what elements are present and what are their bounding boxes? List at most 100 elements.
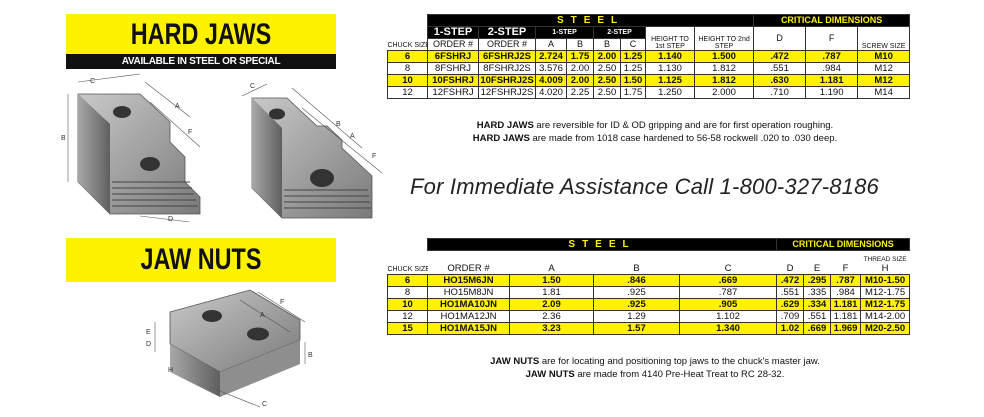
cell-h1: 1.125: [645, 74, 695, 87]
cell-d: .709: [776, 310, 805, 323]
cell-h: M12-1.75: [860, 286, 911, 299]
hard-jaws-step1-header: 1-STEP: [427, 26, 479, 39]
cell-size: 8: [387, 286, 428, 299]
cell-e: .335: [803, 286, 832, 299]
cell-e: .669: [803, 322, 832, 335]
table-row: 12 HO1MA12JN 2.36 1.29 1.102 .709 .551 1…: [387, 310, 911, 323]
cell-f: 1.181: [805, 74, 859, 87]
jaw-nuts-description-1: JAW NUTS are for locating and positionin…: [400, 356, 910, 368]
cell-b: .925: [593, 298, 680, 311]
jaw-nuts-desc1-bold: JAW NUTS: [490, 356, 540, 367]
cell-order: HO15M6JN: [427, 274, 510, 287]
cell-d: .551: [776, 286, 805, 299]
cell-d: .472: [776, 274, 805, 287]
hard-jaws-step2-header: 2-STEP: [478, 26, 536, 39]
cell-size: 12: [387, 86, 428, 99]
cell-size: 6: [387, 274, 428, 287]
hard-jaws-screw-header: SCREW SIZE: [857, 26, 911, 51]
cell-h1: 1.130: [645, 62, 695, 75]
table-row: 10 10FSHRJ 10FSHRJ2S 4.009 2.00 2.50 1.5…: [387, 74, 911, 87]
hard-jaws-substep2: 2-STEP: [593, 26, 646, 39]
cell-d: 1.02: [776, 322, 805, 335]
cell-screw: M14: [857, 86, 911, 99]
hard-jaw-photo-right: C B A F: [241, 83, 383, 219]
cell-f: .787: [805, 50, 859, 63]
cell-c: 1.75: [620, 86, 646, 99]
cell-d: .630: [753, 74, 807, 87]
cell-b: 2.00: [566, 62, 594, 75]
cell-f: 1.969: [830, 322, 862, 335]
cell-d: .629: [776, 298, 805, 311]
hard-jaws-substep1: 1-STEP: [535, 26, 594, 39]
cell-size: 10: [387, 74, 428, 87]
table-row: 8 8FSHRJ 8FSHRJ2S 3.576 2.00 2.50 1.25 1…: [387, 62, 911, 75]
cell-h: M12-1.75: [860, 298, 911, 311]
jaw-nuts-description-2: JAW NUTS are made from 4140 Pre-Heat Tre…: [400, 369, 910, 381]
hard-jaws-order1-header: ORDER #: [427, 38, 479, 51]
cell-c: 1.25: [620, 50, 646, 63]
table-row: 6 HO15M6JN 1.50 .846 .669 .472 .295 .787…: [387, 274, 911, 287]
hard-jaws-desc1-text: are reversible for ID & OD gripping and …: [533, 120, 834, 131]
jaw-nuts-banner: JAW NUTS: [66, 238, 336, 282]
diagram-label-a: A: [175, 103, 180, 110]
hard-jaws-height1-header: HEIGHT TO 1st STEP: [645, 26, 695, 51]
cell-order: HO1MA12JN: [427, 310, 510, 323]
jaw-nuts-desc2-bold: JAW NUTS: [525, 369, 575, 380]
cell-b: 2.00: [566, 74, 594, 87]
jaw-nuts-col-d: D: [786, 263, 794, 274]
cell-f: .787: [830, 274, 862, 287]
diagram-label-b2: B: [336, 121, 341, 128]
hard-jaws-height2-header: HEIGHT TO 2nd STEP: [693, 26, 755, 51]
cell-e: .551: [803, 310, 832, 323]
cell-b: 1.75: [566, 50, 594, 63]
hard-jaws-banner: HARD JAWS AVAILABLE IN STEEL OR SPECIAL: [66, 14, 336, 69]
cell-d: .710: [753, 86, 807, 99]
cell-order2: 8FSHRJ2S: [478, 62, 536, 75]
cell-e: .334: [803, 298, 832, 311]
cell-size: 6: [387, 50, 428, 63]
hard-jaws-col-f: F: [805, 26, 859, 51]
diagram-label-f: F: [188, 129, 192, 136]
cell-size: 12: [387, 310, 428, 323]
cell-order2: 6FSHRJ2S: [478, 50, 536, 63]
cell-h: M10-1.50: [860, 274, 911, 287]
cell-b2: 2.00: [593, 50, 621, 63]
cell-b2: 2.50: [593, 86, 621, 99]
diagram-label-f3: F: [280, 299, 284, 306]
cell-c: 1.50: [620, 74, 646, 87]
cell-c: 1.102: [678, 310, 778, 323]
cell-screw: M10: [857, 50, 911, 63]
diagram-label-a3: A: [260, 312, 265, 319]
cell-b: .846: [593, 274, 680, 287]
hard-jaws-desc2-bold: HARD JAWS: [472, 133, 530, 144]
jaw-nuts-col-f: F: [842, 263, 849, 274]
cell-h1: 1.140: [645, 50, 695, 63]
cell-c: .669: [678, 274, 778, 287]
cell-size: 8: [387, 62, 428, 75]
cell-c: 1.25: [620, 62, 646, 75]
cell-c: 1.340: [678, 322, 778, 335]
diagram-label-b3: B: [308, 352, 313, 359]
jaw-nuts-col-h: H: [881, 262, 889, 274]
diagram-label-d: D: [168, 216, 173, 222]
diagram-label-b: B: [61, 135, 66, 142]
hard-jaws-order2-header: ORDER #: [478, 38, 536, 51]
cell-b2: 2.50: [593, 74, 621, 87]
diagram-label-d3: D: [146, 341, 151, 348]
jaw-nuts-critical-header: CRITICAL DIMENSIONS: [776, 238, 911, 251]
diagram-label-h3: H: [168, 367, 173, 374]
phone-assistance-line: For Immediate Assistance Call 1-800-327-…: [410, 174, 879, 199]
jaw-nuts-steel-header: STEEL: [426, 238, 778, 251]
jaw-nuts-desc1-text: are for locating and positioning top jaw…: [539, 356, 820, 367]
cell-h2: 1.812: [693, 62, 755, 75]
cell-h: M20-2.50: [860, 322, 911, 335]
cell-h2: 1.812: [693, 74, 755, 87]
table-row: 15 HO1MA15JN 3.23 1.57 1.340 1.02 .669 1…: [387, 322, 911, 335]
diagram-label-c2: C: [250, 83, 255, 90]
hard-jaws-col-b: B: [566, 38, 594, 51]
jaw-nuts-table: STEEL CRITICAL DIMENSIONS CHUCK SIZE ORD…: [387, 238, 911, 335]
cell-order: HO15M8JN: [427, 286, 510, 299]
jaw-nuts-col-b: B: [633, 263, 640, 274]
jaw-nuts-col-e: E: [813, 263, 821, 274]
hard-jaws-description-2: HARD JAWS are made from 1018 case harden…: [400, 133, 910, 145]
